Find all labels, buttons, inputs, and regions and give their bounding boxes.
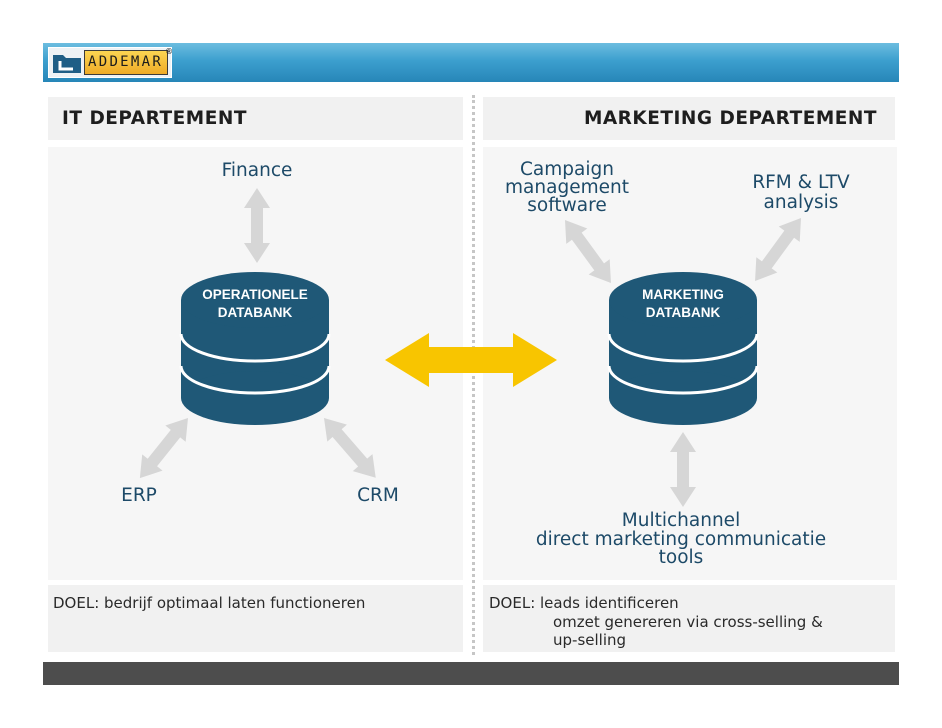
marketing-database-icon bbox=[607, 272, 759, 425]
rfm-label-line: RFM & LTV bbox=[752, 172, 850, 193]
erp-label: ERP bbox=[121, 485, 157, 506]
finance-connector-arrow bbox=[244, 188, 270, 263]
operational-database-icon bbox=[179, 272, 331, 425]
marketing-database-label-line: DATABANK bbox=[645, 305, 721, 320]
marketing-goal-line: DOEL: leads identificeren bbox=[489, 594, 679, 612]
marketing-database-label: MARKETING DATABANK bbox=[623, 286, 743, 322]
addemar-logo-icon bbox=[53, 55, 81, 73]
multichannel-label-line: tools bbox=[658, 547, 704, 568]
multichannel-label: Multichannel direct marketing communicat… bbox=[501, 510, 861, 568]
marketing-goal-line: up-selling bbox=[553, 631, 627, 649]
it-department-title: IT DEPARTEMENT bbox=[48, 97, 463, 140]
multichannel-connector-arrow bbox=[670, 432, 696, 507]
campaign-label-line: management bbox=[505, 177, 629, 198]
marketing-department-title: MARKETING DEPARTEMENT bbox=[483, 97, 895, 140]
dotted-separator bbox=[472, 95, 475, 655]
footer-bar bbox=[43, 662, 899, 685]
operational-database-label-line: OPERATIONELE bbox=[202, 287, 308, 302]
multichannel-label-line: Multichannel bbox=[621, 510, 741, 531]
crm-connector-arrow bbox=[324, 418, 376, 478]
it-goal-text: DOEL: bedrijf optimaal laten functionere… bbox=[53, 594, 366, 612]
rfm-connector-arrow bbox=[755, 218, 801, 282]
campaign-connector-arrow bbox=[565, 220, 611, 284]
marketing-goal-line: omzet genereren via cross-selling & bbox=[553, 612, 823, 631]
finance-label: Finance bbox=[221, 160, 293, 181]
campaign-label-line: Campaign bbox=[520, 159, 614, 180]
logo-wordmark: ADDEMAR bbox=[84, 50, 168, 75]
operational-database-label: OPERATIONELE DATABANK bbox=[195, 286, 315, 322]
registered-mark: ® bbox=[165, 47, 173, 56]
crm-label: CRM bbox=[357, 485, 399, 506]
erp-connector-arrow bbox=[139, 418, 188, 479]
header-bar bbox=[43, 43, 899, 82]
it-goal-box: DOEL: bedrijf optimaal laten functionere… bbox=[48, 585, 463, 652]
operational-database-label-line: DATABANK bbox=[217, 305, 293, 320]
rfm-ltv-label: RFM & LTV analysis bbox=[721, 173, 881, 213]
marketing-database-label-line: MARKETING bbox=[642, 287, 724, 302]
campaign-management-label: Campaign management software bbox=[467, 159, 667, 216]
addemar-logo: ADDEMAR ® bbox=[48, 47, 173, 78]
campaign-label-line: software bbox=[527, 195, 607, 216]
multichannel-label-line: direct marketing communicatie bbox=[535, 528, 827, 550]
database-link-arrow bbox=[385, 333, 557, 387]
rfm-label-line: analysis bbox=[763, 192, 839, 213]
marketing-goal-box: DOEL: leads identificeren omzet generere… bbox=[483, 585, 895, 652]
